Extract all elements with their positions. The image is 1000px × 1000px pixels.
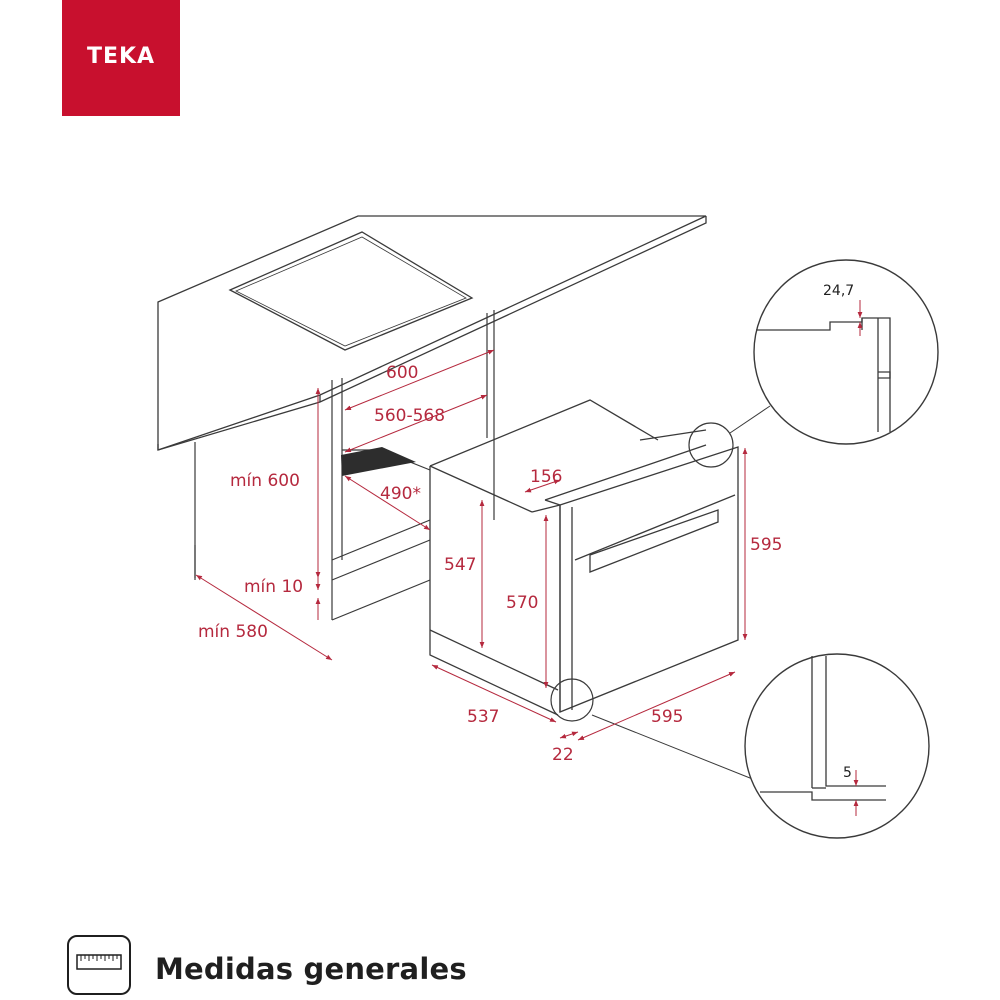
dim-niche-height: 570 bbox=[506, 593, 538, 613]
detail-bottom-gap: 5 bbox=[843, 765, 852, 781]
detail-top-gap: 24,7 bbox=[823, 283, 854, 299]
dim-body-depth: 537 bbox=[467, 707, 499, 727]
logo-text: TEKA bbox=[86, 44, 156, 69]
dimension-lines bbox=[195, 349, 748, 741]
teka-logo: TEKA bbox=[62, 0, 180, 116]
cooktop bbox=[228, 231, 474, 351]
dim-min-height: mín 600 bbox=[230, 471, 300, 491]
logo-background bbox=[62, 0, 180, 116]
detail-view-top: 24,7 bbox=[753, 259, 939, 445]
dim-top-offset: 156 bbox=[530, 467, 562, 487]
leader-top bbox=[729, 405, 771, 434]
dim-body-height: 547 bbox=[444, 555, 476, 575]
ruler-icon bbox=[67, 935, 131, 995]
dim-min-depth: mín 580 bbox=[198, 622, 268, 642]
dim-min-gap-bottom: mín 10 bbox=[244, 577, 303, 597]
dim-rear-gap: 490* bbox=[380, 484, 421, 504]
dim-cabinet-width: 600 bbox=[386, 363, 418, 383]
footer-title: Medidas generales bbox=[155, 952, 467, 986]
rear-panel bbox=[341, 447, 416, 476]
detail-marker-top bbox=[688, 422, 734, 468]
dim-front-width: 595 bbox=[651, 707, 683, 727]
detail-view-bottom: 5 bbox=[744, 653, 930, 839]
countertop bbox=[157, 215, 707, 451]
dim-door-depth: 22 bbox=[552, 745, 574, 765]
dim-niche-width: 560-568 bbox=[374, 406, 445, 426]
dim-front-height: 595 bbox=[750, 535, 782, 555]
